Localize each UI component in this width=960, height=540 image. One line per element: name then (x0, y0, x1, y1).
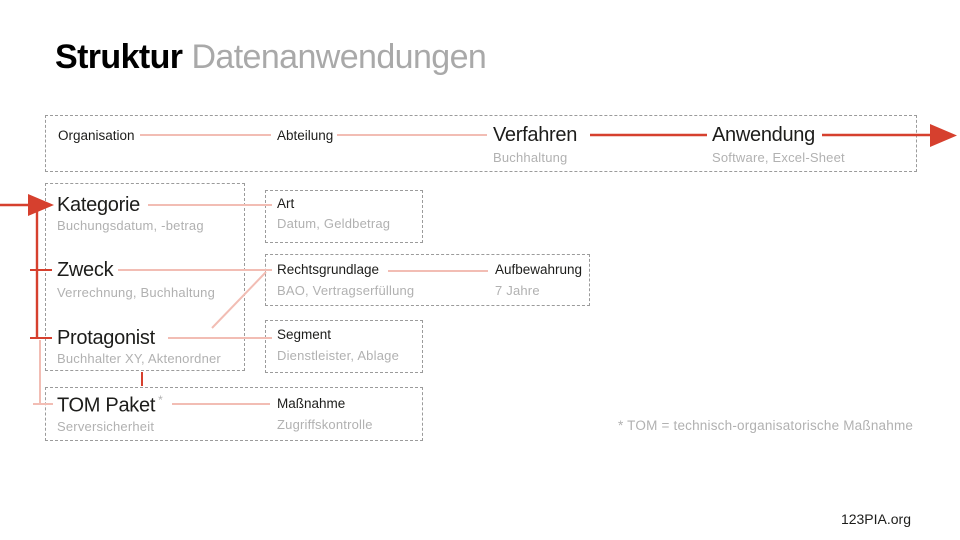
node-art-sub: Datum, Geldbetrag (277, 216, 391, 231)
node-tom-paket-sub: Serversicherheit (57, 419, 155, 434)
title-primary: Struktur (55, 38, 183, 76)
node-aufbewahrung-sub: 7 Jahre (495, 283, 540, 298)
node-anwendung: Anwendung (712, 124, 815, 146)
title-secondary: Datenanwendungen (191, 38, 487, 76)
tom-box (45, 387, 423, 441)
node-protagonist-sub: Buchhalter XY, Aktenordner (57, 351, 221, 366)
node-tom-paket: TOM Paket* (57, 393, 163, 417)
node-abteilung: Abteilung (277, 128, 334, 143)
flow-out-arrow-icon (930, 124, 957, 147)
brand-link[interactable]: 123PIA.org (840, 511, 911, 527)
tom-asterisk: * (158, 393, 163, 407)
node-aufbewahrung: Aufbewahrung (495, 262, 583, 277)
node-tom-paket-label: TOM Paket (57, 394, 156, 417)
node-anwendung-sub: Software, Excel-Sheet (712, 150, 845, 165)
node-art: Art (277, 196, 295, 211)
node-verfahren: Verfahren (493, 124, 578, 146)
node-segment: Segment (277, 327, 332, 342)
node-segment-sub: Dienstleister, Ablage (277, 348, 399, 363)
node-zweck: Zweck (57, 259, 114, 281)
node-protagonist: Protagonist (57, 327, 155, 349)
node-rechtsgrundlage: Rechtsgrundlage (277, 262, 380, 277)
node-massnahme: Maßnahme (277, 396, 346, 411)
tom-footnote: * TOM = technisch-organisatorische Maßna… (618, 418, 914, 433)
node-zweck-sub: Verrechnung, Buchhaltung (57, 285, 216, 300)
node-kategorie-sub: Buchungsdatum, -betrag (57, 218, 204, 233)
node-massnahme-sub: Zugriffskontrolle (277, 417, 373, 432)
node-rechtsgrundlage-sub: BAO, Vertragserfüllung (277, 283, 415, 298)
art-box (265, 190, 423, 243)
node-kategorie: Kategorie (57, 194, 140, 216)
node-verfahren-sub: Buchhaltung (493, 150, 568, 165)
node-organisation: Organisation (58, 128, 135, 143)
segment-box (265, 320, 423, 373)
top-chain-box (45, 115, 917, 172)
